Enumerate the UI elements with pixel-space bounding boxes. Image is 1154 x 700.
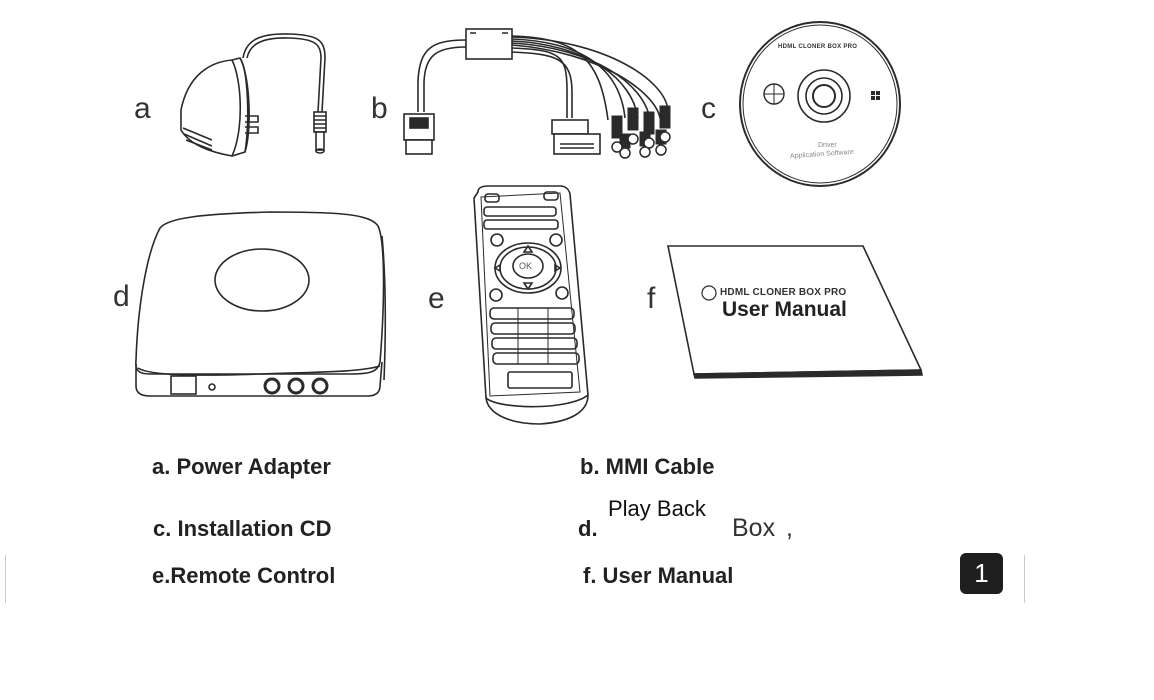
item-letter-c: c xyxy=(701,92,716,125)
left-margin-rule xyxy=(5,555,6,603)
caption-playback-box: d. Play Back Box , xyxy=(578,494,838,544)
item-letter-e: e xyxy=(428,282,445,315)
cd-driver-text: Driver xyxy=(818,142,837,149)
manual-title-text: User Manual xyxy=(722,298,847,321)
cd-brand-text: HDML CLONER BOX PRO xyxy=(778,44,858,50)
playback-box-illustration xyxy=(135,211,387,397)
remote-control-illustration xyxy=(473,185,589,425)
item-letter-f: f xyxy=(647,282,656,315)
caption-d-prefix: d. xyxy=(578,516,598,541)
installation-cd-illustration xyxy=(739,21,901,187)
mmi-cable-illustration xyxy=(403,28,671,159)
manual-brand-text: HDML CLONER BOX PRO xyxy=(720,287,847,298)
user-manual-illustration xyxy=(667,245,923,379)
right-margin-rule xyxy=(1024,555,1025,603)
item-letter-d: d xyxy=(113,280,130,313)
caption-power-adapter: a. Power Adapter xyxy=(152,454,331,479)
item-letter-b: b xyxy=(371,92,388,125)
caption-remote-control: e.Remote Control xyxy=(152,563,336,588)
page-number-badge: 1 xyxy=(960,553,1003,594)
remote-ok-label: OK xyxy=(519,261,533,271)
caption-installation-cd: c. Installation CD xyxy=(153,516,332,541)
caption-d-superscript: Play Back xyxy=(608,496,706,521)
power-adapter-illustration xyxy=(180,33,327,157)
caption-d-comma: , xyxy=(786,514,793,542)
caption-mmi-cable: b. MMI Cable xyxy=(580,454,715,479)
caption-d-main: Box xyxy=(732,514,776,542)
caption-user-manual: f. User Manual xyxy=(583,563,734,588)
item-letter-a: a xyxy=(134,92,151,125)
